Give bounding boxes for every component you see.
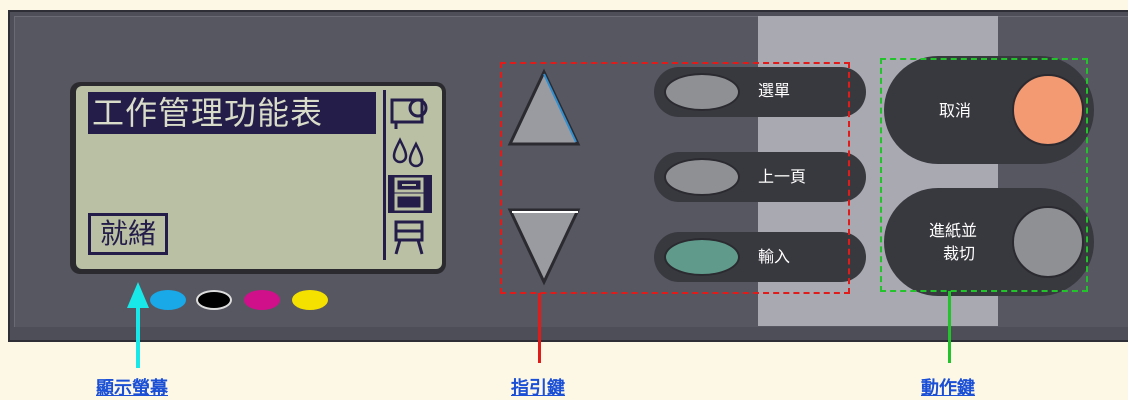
display-pointer-arrow [126, 282, 150, 374]
down-arrow-button[interactable] [506, 204, 582, 290]
feed-cut-label-line1: 進紙並 [928, 221, 977, 240]
back-button[interactable] [664, 158, 740, 196]
enter-label: 輸入 [758, 247, 791, 266]
cyan-ink-indicator [150, 290, 186, 310]
black-ink-indicator [196, 290, 232, 310]
menu-button[interactable] [664, 73, 740, 111]
ink-drops-icon [388, 134, 432, 172]
roll-paper-icon [388, 94, 432, 132]
action-keys-link[interactable]: 動作鍵 [921, 378, 975, 399]
navigation-keys-link[interactable]: 指引鍵 [511, 378, 565, 399]
navigation-keys-pointer [538, 293, 541, 363]
menu-label: 選單 [758, 81, 791, 100]
navigation-keys-group [500, 62, 850, 294]
display-separator [383, 90, 386, 260]
cutter-icon [388, 218, 432, 256]
action-keys-pointer [948, 291, 951, 363]
feed-cut-label-line2: 裁切 [942, 244, 975, 263]
up-arrow-button[interactable] [506, 68, 582, 154]
feed-and-cut-button[interactable] [1012, 206, 1084, 278]
yellow-ink-indicator [292, 290, 328, 310]
action-keys-group [880, 58, 1088, 292]
display-title-highlight [88, 92, 376, 134]
cancel-button[interactable] [1012, 74, 1084, 146]
cancel-label: 取消 [938, 101, 971, 120]
print-queue-icon [388, 175, 432, 213]
display-status: 就緒 [88, 213, 168, 255]
back-label: 上一頁 [758, 167, 807, 186]
enter-button[interactable] [664, 238, 740, 276]
display-title: 工作管理功能表 [92, 94, 324, 132]
magenta-ink-indicator [244, 290, 280, 310]
display-screen-link[interactable]: 顯示螢幕 [96, 378, 168, 399]
